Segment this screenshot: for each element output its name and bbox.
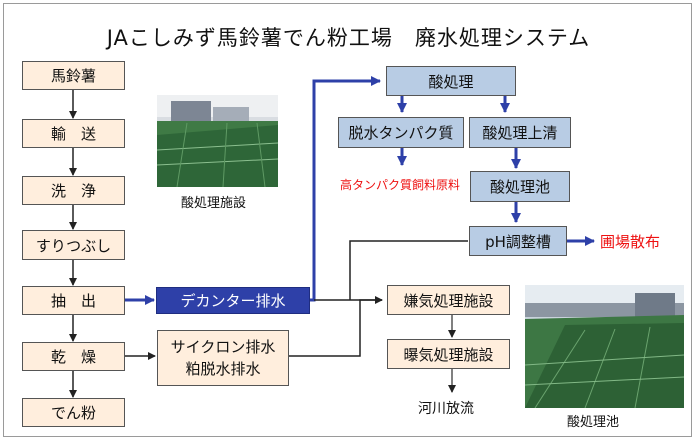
diagram-frame [3,3,692,437]
flow-step-transport: 輸 送 [22,119,125,148]
flow-step-extract: 抽 出 [22,286,125,315]
acid-treatment-box: 酸処理 [386,66,516,96]
ph-adjust-tank-box: pH調整槽 [469,226,567,256]
flow-step-wash: 洗 浄 [22,176,125,205]
cyclone-drain-line1: サイクロン排水 [170,338,276,356]
flow-step-starch: でん粉 [22,398,125,427]
acid-supernatant-box: 酸処理上清 [469,117,571,148]
arrow-ph-to-anaerobic [349,240,468,300]
flow-step-grind: すりつぶし [22,230,125,260]
cyclone-drain-line2: 粕脱水排水 [185,360,261,378]
flow-step-dry: 乾 燥 [22,342,125,371]
arrow-decanter-to-acid [310,76,381,302]
river-discharge-label: 河川放流 [418,401,474,417]
acid-pond-photo [525,285,684,408]
cyclone-drain-box: サイクロン排水 粕脱水排水 [157,330,289,386]
dewatered-protein-box: 脱水タンパク質 [338,117,464,148]
diagram-title: JAこしみず馬鈴薯でん粉工場 廃水処理システム [106,26,591,50]
arrow-cyclone-to-anaerobic [289,299,382,357]
field-spread-label: 圃場散布 [600,233,661,251]
decanter-drain-box: デカンター排水 [156,287,310,314]
acid-pond-box: 酸処理池 [470,171,570,202]
aerobic-facility-box: 曝気処理施設 [387,339,510,369]
anaerobic-facility-box: 嫌気処理施設 [387,285,510,315]
acid-facility-caption: 酸処理施設 [181,196,247,211]
protein-feed-label: 高タンパク質飼料原料 [340,178,461,192]
acid-facility-photo [157,95,278,187]
flow-step-potato: 馬鈴薯 [22,61,125,90]
acid-pond-caption: 酸処理池 [567,415,620,430]
